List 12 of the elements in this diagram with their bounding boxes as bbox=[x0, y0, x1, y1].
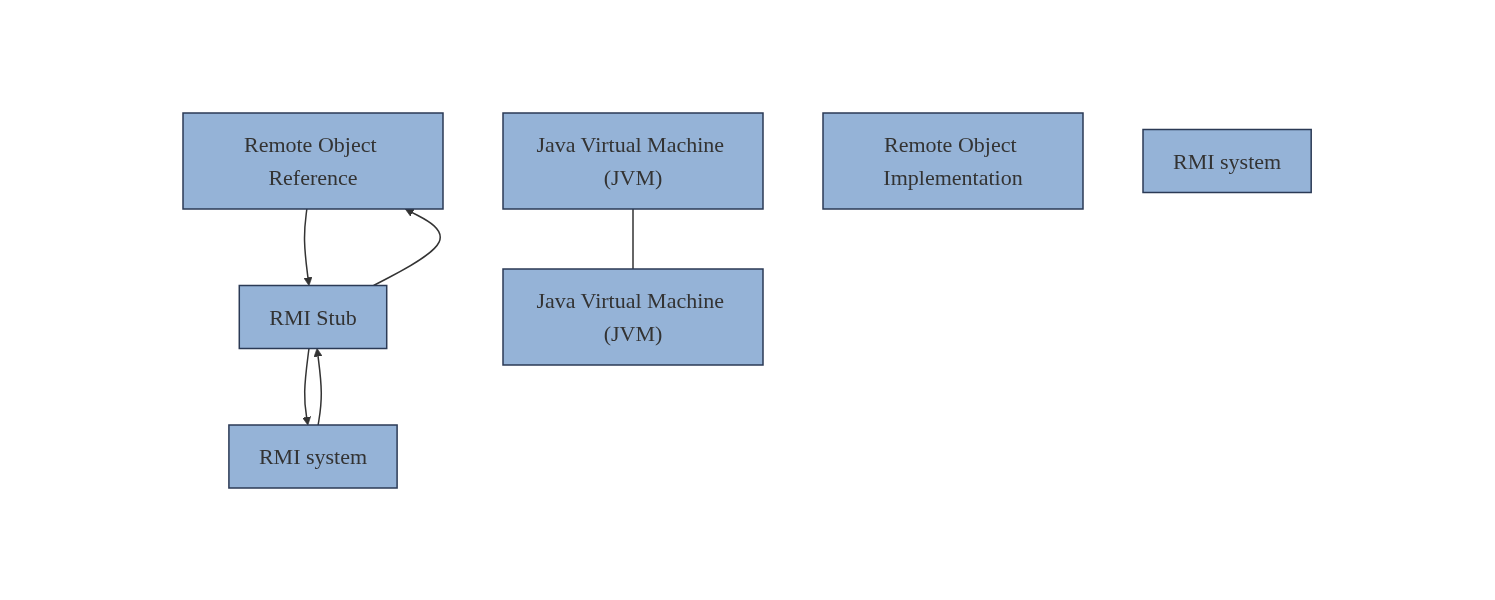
arrow bbox=[304, 207, 313, 286]
connector bbox=[632, 207, 635, 270]
node-box: Remote Object Reference bbox=[182, 111, 445, 210]
node-box: Remote Object Implementation bbox=[822, 111, 1085, 210]
node-box: Java Virtual Machine (JVM) bbox=[502, 267, 765, 366]
arrow bbox=[314, 347, 323, 426]
node-box: Java Virtual Machine (JVM) bbox=[502, 111, 765, 210]
node-box: RMI system bbox=[1142, 128, 1313, 193]
arrow bbox=[373, 208, 442, 286]
node-box: RMI Stub bbox=[238, 284, 388, 349]
arrow bbox=[302, 347, 312, 425]
node-box: RMI system bbox=[228, 423, 399, 489]
